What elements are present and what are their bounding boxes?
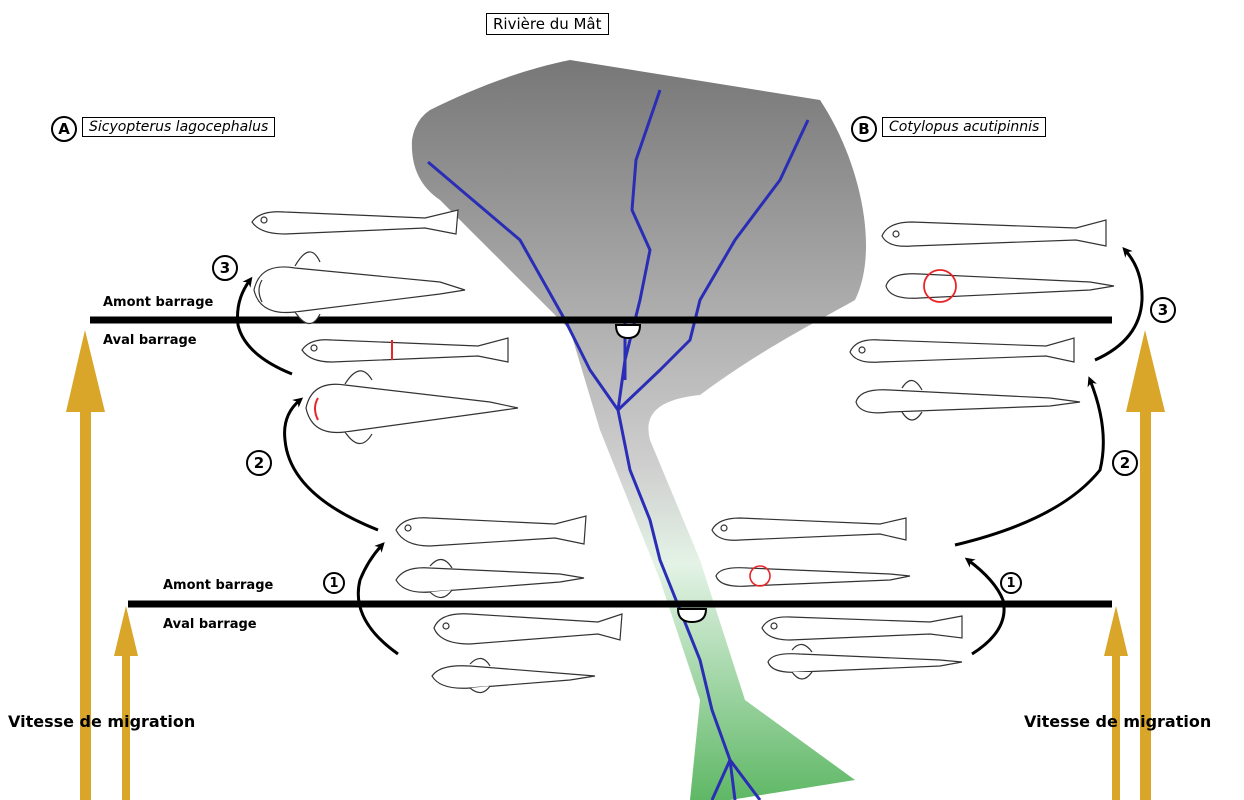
- lower-amont-label: Amont barrage: [163, 578, 274, 593]
- stage-arrows: [236, 247, 1144, 656]
- upper-amont-label: Amont barrage: [103, 295, 214, 310]
- fish-B-mid-top: [855, 379, 1081, 421]
- upper-dam-icon: [614, 324, 642, 340]
- step-1-right: 1: [1000, 572, 1022, 594]
- diagram-title: Rivière du Mât: [486, 13, 609, 35]
- fish-B-mid-side: [849, 337, 1075, 363]
- step-3-right: 3: [1150, 297, 1176, 323]
- fish-B-below-side: [761, 615, 963, 641]
- fish-A-below-side: [433, 613, 623, 645]
- fish-B-above1-side: [711, 517, 907, 541]
- fish-A-above1-side: [395, 515, 587, 547]
- lower-aval-label: Aval barrage: [163, 617, 257, 632]
- river-network: [427, 89, 810, 800]
- fish-A-mid-top: [305, 370, 519, 445]
- panel-b-badge: B: [851, 116, 877, 142]
- step-3-left: 3: [212, 255, 238, 281]
- fish-A-above1-top: [395, 558, 585, 599]
- panel-a-species: Sicyopterus lagocephalus: [82, 117, 276, 137]
- fish-A-top-side: [251, 209, 459, 235]
- fish-B-top-side: [881, 219, 1107, 247]
- speed-label-left: Vitesse de migration: [8, 712, 196, 731]
- fish-B-top-top: [885, 269, 1115, 303]
- fish-B-below-top: [767, 643, 963, 680]
- lower-dam-icon: [676, 608, 708, 624]
- fish-A-mid-side: [301, 337, 509, 363]
- speed-arrows-left: [66, 330, 138, 800]
- step-2-left: 2: [246, 450, 272, 476]
- step-1-left: 1: [323, 572, 345, 594]
- fish-B-above1-top: [715, 565, 911, 587]
- panel-a-badge: A: [51, 116, 77, 142]
- watershed-basin: [411, 60, 867, 800]
- fish-illustrations: [251, 209, 1115, 694]
- panel-b-species: Cotylopus acutipinnis: [882, 117, 1047, 137]
- speed-label-right: Vitesse de migration: [1024, 712, 1212, 731]
- speed-arrows-right: [1104, 330, 1165, 800]
- fish-A-below-top: [431, 657, 596, 694]
- step-2-right: 2: [1112, 450, 1138, 476]
- upper-aval-label: Aval barrage: [103, 333, 197, 348]
- fish-A-top-top: [253, 251, 466, 325]
